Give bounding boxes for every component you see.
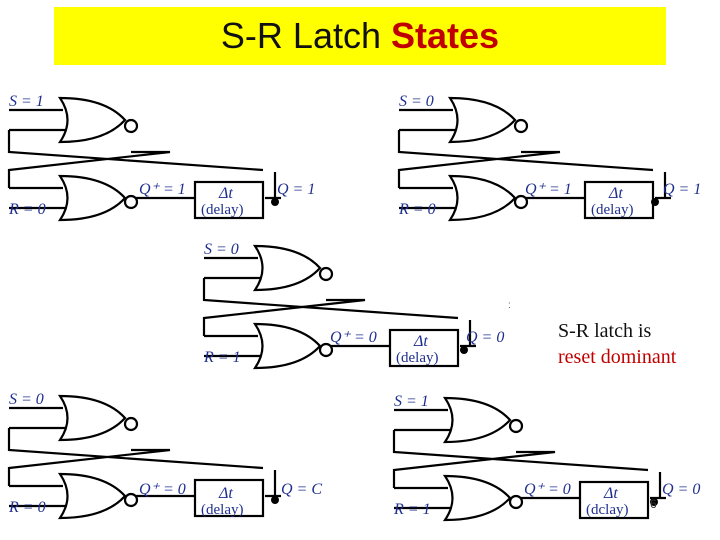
label-qplus: Q⁺ = 1: [139, 181, 186, 198]
nor-gate-top: [447, 96, 517, 144]
nor-gate-top: [57, 394, 127, 442]
note-line-1: S-R latch is: [558, 320, 652, 342]
label-dt: Δt: [218, 485, 233, 502]
title-main: S-R Latch: [220, 15, 381, 56]
nor-gate-bottom: [442, 474, 512, 522]
label-q: Q = C: [281, 481, 322, 498]
label-delay: (delay): [591, 202, 633, 218]
nor-gate-bottom: [447, 174, 517, 222]
latch-wiring: [7, 394, 281, 520]
label-r: R = 0: [8, 201, 46, 218]
stray-mark: :: [508, 300, 511, 311]
nor-gate-bottom: [57, 174, 127, 222]
label-delay: (delay): [201, 202, 243, 218]
label-r: R = 0: [398, 201, 436, 218]
label-dt: Δt: [413, 333, 428, 350]
label-q: Q = 1: [277, 181, 315, 198]
label-q: Q = 1: [663, 181, 701, 198]
latch-diagram-2: S = 0 R = 0 Q⁺ = 1 Q = 1 Δt (delay): [395, 90, 720, 230]
nor-gate-top: [57, 96, 127, 144]
label-qplus: Q⁺ = 0: [330, 329, 377, 346]
nor-gate-top: [252, 244, 322, 292]
page-number: 6: [650, 497, 657, 511]
label-r: R = 1: [203, 349, 241, 366]
label-s: S = 0: [204, 241, 239, 258]
delay-box: [388, 328, 460, 368]
label-r: R = 1: [393, 501, 431, 518]
latch-diagram-1: S = 1 R = 0 Q⁺ = 1 Q = 1 Δt (delay): [5, 90, 335, 230]
label-dt: Δt: [608, 185, 623, 202]
label-delay: (delay): [396, 350, 438, 366]
label-qplus: Q⁺ = 1: [525, 181, 572, 198]
label-qplus: Q⁺ = 0: [139, 481, 186, 498]
latch-wiring: [7, 96, 281, 222]
slide-title: S-R Latch States: [54, 7, 666, 65]
latch-diagram-5: S = 1 R = 1 Q⁺ = 0 Q = 0 Δt (dclay): [390, 390, 720, 530]
title-accent: States: [391, 15, 500, 56]
label-s: S = 1: [9, 93, 44, 110]
delay-box: [578, 480, 650, 520]
latch-diagram-3: S = 0 R = 1 Q⁺ = 0 Q = 0 Δt (delay): [200, 238, 530, 378]
label-delay: (dclay): [586, 502, 628, 518]
label-s: S = 1: [394, 393, 429, 410]
latch-wiring: [202, 244, 476, 370]
nor-gate-top: [442, 396, 512, 444]
delay-box: [583, 180, 655, 220]
latch-wiring: [397, 96, 671, 222]
label-dt: Δt: [603, 485, 618, 502]
label-q: Q = 0: [466, 329, 504, 346]
label-s: S = 0: [399, 93, 434, 110]
label-r: R = 0: [8, 499, 46, 516]
label-s: S = 0: [9, 391, 44, 408]
nor-gate-bottom: [252, 322, 322, 370]
label-q: Q = 0: [662, 481, 700, 498]
label-dt: Δt: [218, 185, 233, 202]
delay-box: [193, 180, 265, 220]
nor-gate-bottom: [57, 472, 127, 520]
label-delay: (delay): [201, 502, 243, 518]
note-line-2: reset dominant: [558, 346, 677, 368]
latch-wiring: [392, 396, 666, 522]
dominance-note: S-R latch is reset dominant: [558, 318, 718, 370]
delay-box: [193, 478, 265, 518]
label-qplus: Q⁺ = 0: [524, 481, 571, 498]
latch-diagram-4: S = 0 R = 0 Q⁺ = 0 Q = C Δt (delay): [5, 388, 335, 528]
